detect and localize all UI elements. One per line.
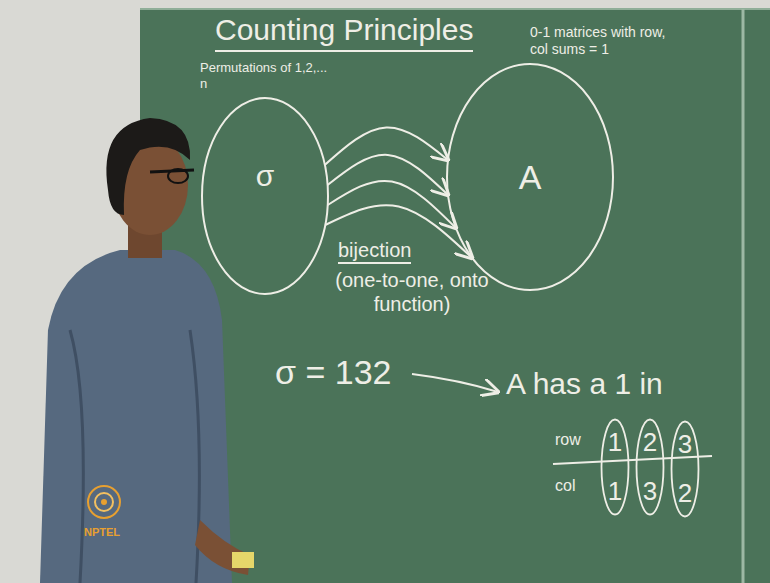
set-heading: Permutations of 1,2,... n: [200, 60, 330, 91]
matrix-statement: A has a 1 in: [506, 366, 663, 402]
logo-text-holder: NPTEL: [84, 522, 120, 540]
col-heading-holder: col: [555, 476, 575, 495]
col-heading: col: [555, 476, 575, 495]
table-cell: 1: [608, 476, 622, 507]
table-cell: 1: [608, 427, 622, 458]
table-cell: 2: [678, 478, 692, 509]
table-cell: 3: [678, 429, 692, 460]
column-oval: 11: [600, 418, 630, 516]
ellipse-outline: [200, 96, 330, 296]
title-holder: Counting Principles: [215, 12, 473, 52]
permutation-example-holder: σ = 132: [275, 352, 391, 393]
row-heading: row: [555, 430, 581, 449]
bijection-label: bijection: [338, 238, 411, 264]
row-heading-holder: row: [555, 430, 581, 449]
nptel-logo: [88, 486, 120, 518]
column-oval: 23: [635, 418, 665, 516]
permutation-example: σ = 132: [275, 352, 391, 393]
table-cell: 3: [643, 476, 657, 507]
presenter: [40, 118, 254, 583]
bijection-label-holder: bijection: [338, 238, 411, 264]
bijection-note-holder: (one-to-one, onto function): [322, 268, 502, 316]
matrix-statement-holder: A has a 1 in: [506, 366, 663, 402]
logo-text: NPTEL: [84, 526, 120, 539]
set-element: σ: [256, 158, 275, 194]
mapping-arrow: [328, 155, 448, 195]
set-heading: 0-1 matrices with row, col sums = 1: [530, 24, 670, 58]
chalkboard: [140, 8, 770, 583]
title: Counting Principles: [215, 12, 473, 52]
board-frame: [140, 8, 770, 10]
board-divider: [742, 9, 745, 583]
bijection-note: (one-to-one, onto function): [322, 268, 502, 316]
example-arrow: [412, 374, 498, 392]
set-ellipse: Permutations of 1,2,... n σ: [200, 60, 330, 296]
set-ellipse: 0-1 matrices with row, col sums = 1 A: [445, 24, 670, 292]
mapping-arrow: [325, 127, 448, 165]
table-cell: 2: [643, 427, 657, 458]
column-oval: 32: [670, 420, 700, 518]
set-element: A: [519, 157, 542, 198]
